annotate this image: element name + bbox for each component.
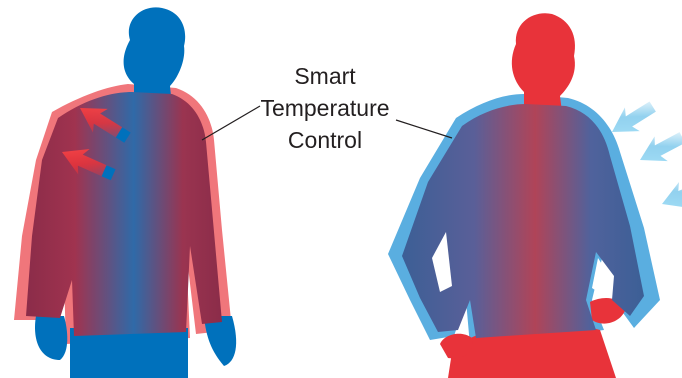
left-figure	[14, 7, 236, 378]
callout-line-1: Smart	[294, 63, 356, 89]
callout-leader-right	[396, 120, 452, 138]
callout-line-2: Temperature	[260, 95, 389, 121]
callout: Smart Temperature Control	[202, 63, 452, 153]
left-hand-right	[204, 316, 236, 366]
cool-arrow-2	[633, 125, 682, 172]
callout-line-3: Control	[288, 127, 362, 153]
right-figure	[388, 13, 682, 378]
callout-leader-left	[202, 106, 260, 140]
left-hand-left	[35, 316, 67, 360]
cool-arrow-3	[657, 173, 682, 217]
